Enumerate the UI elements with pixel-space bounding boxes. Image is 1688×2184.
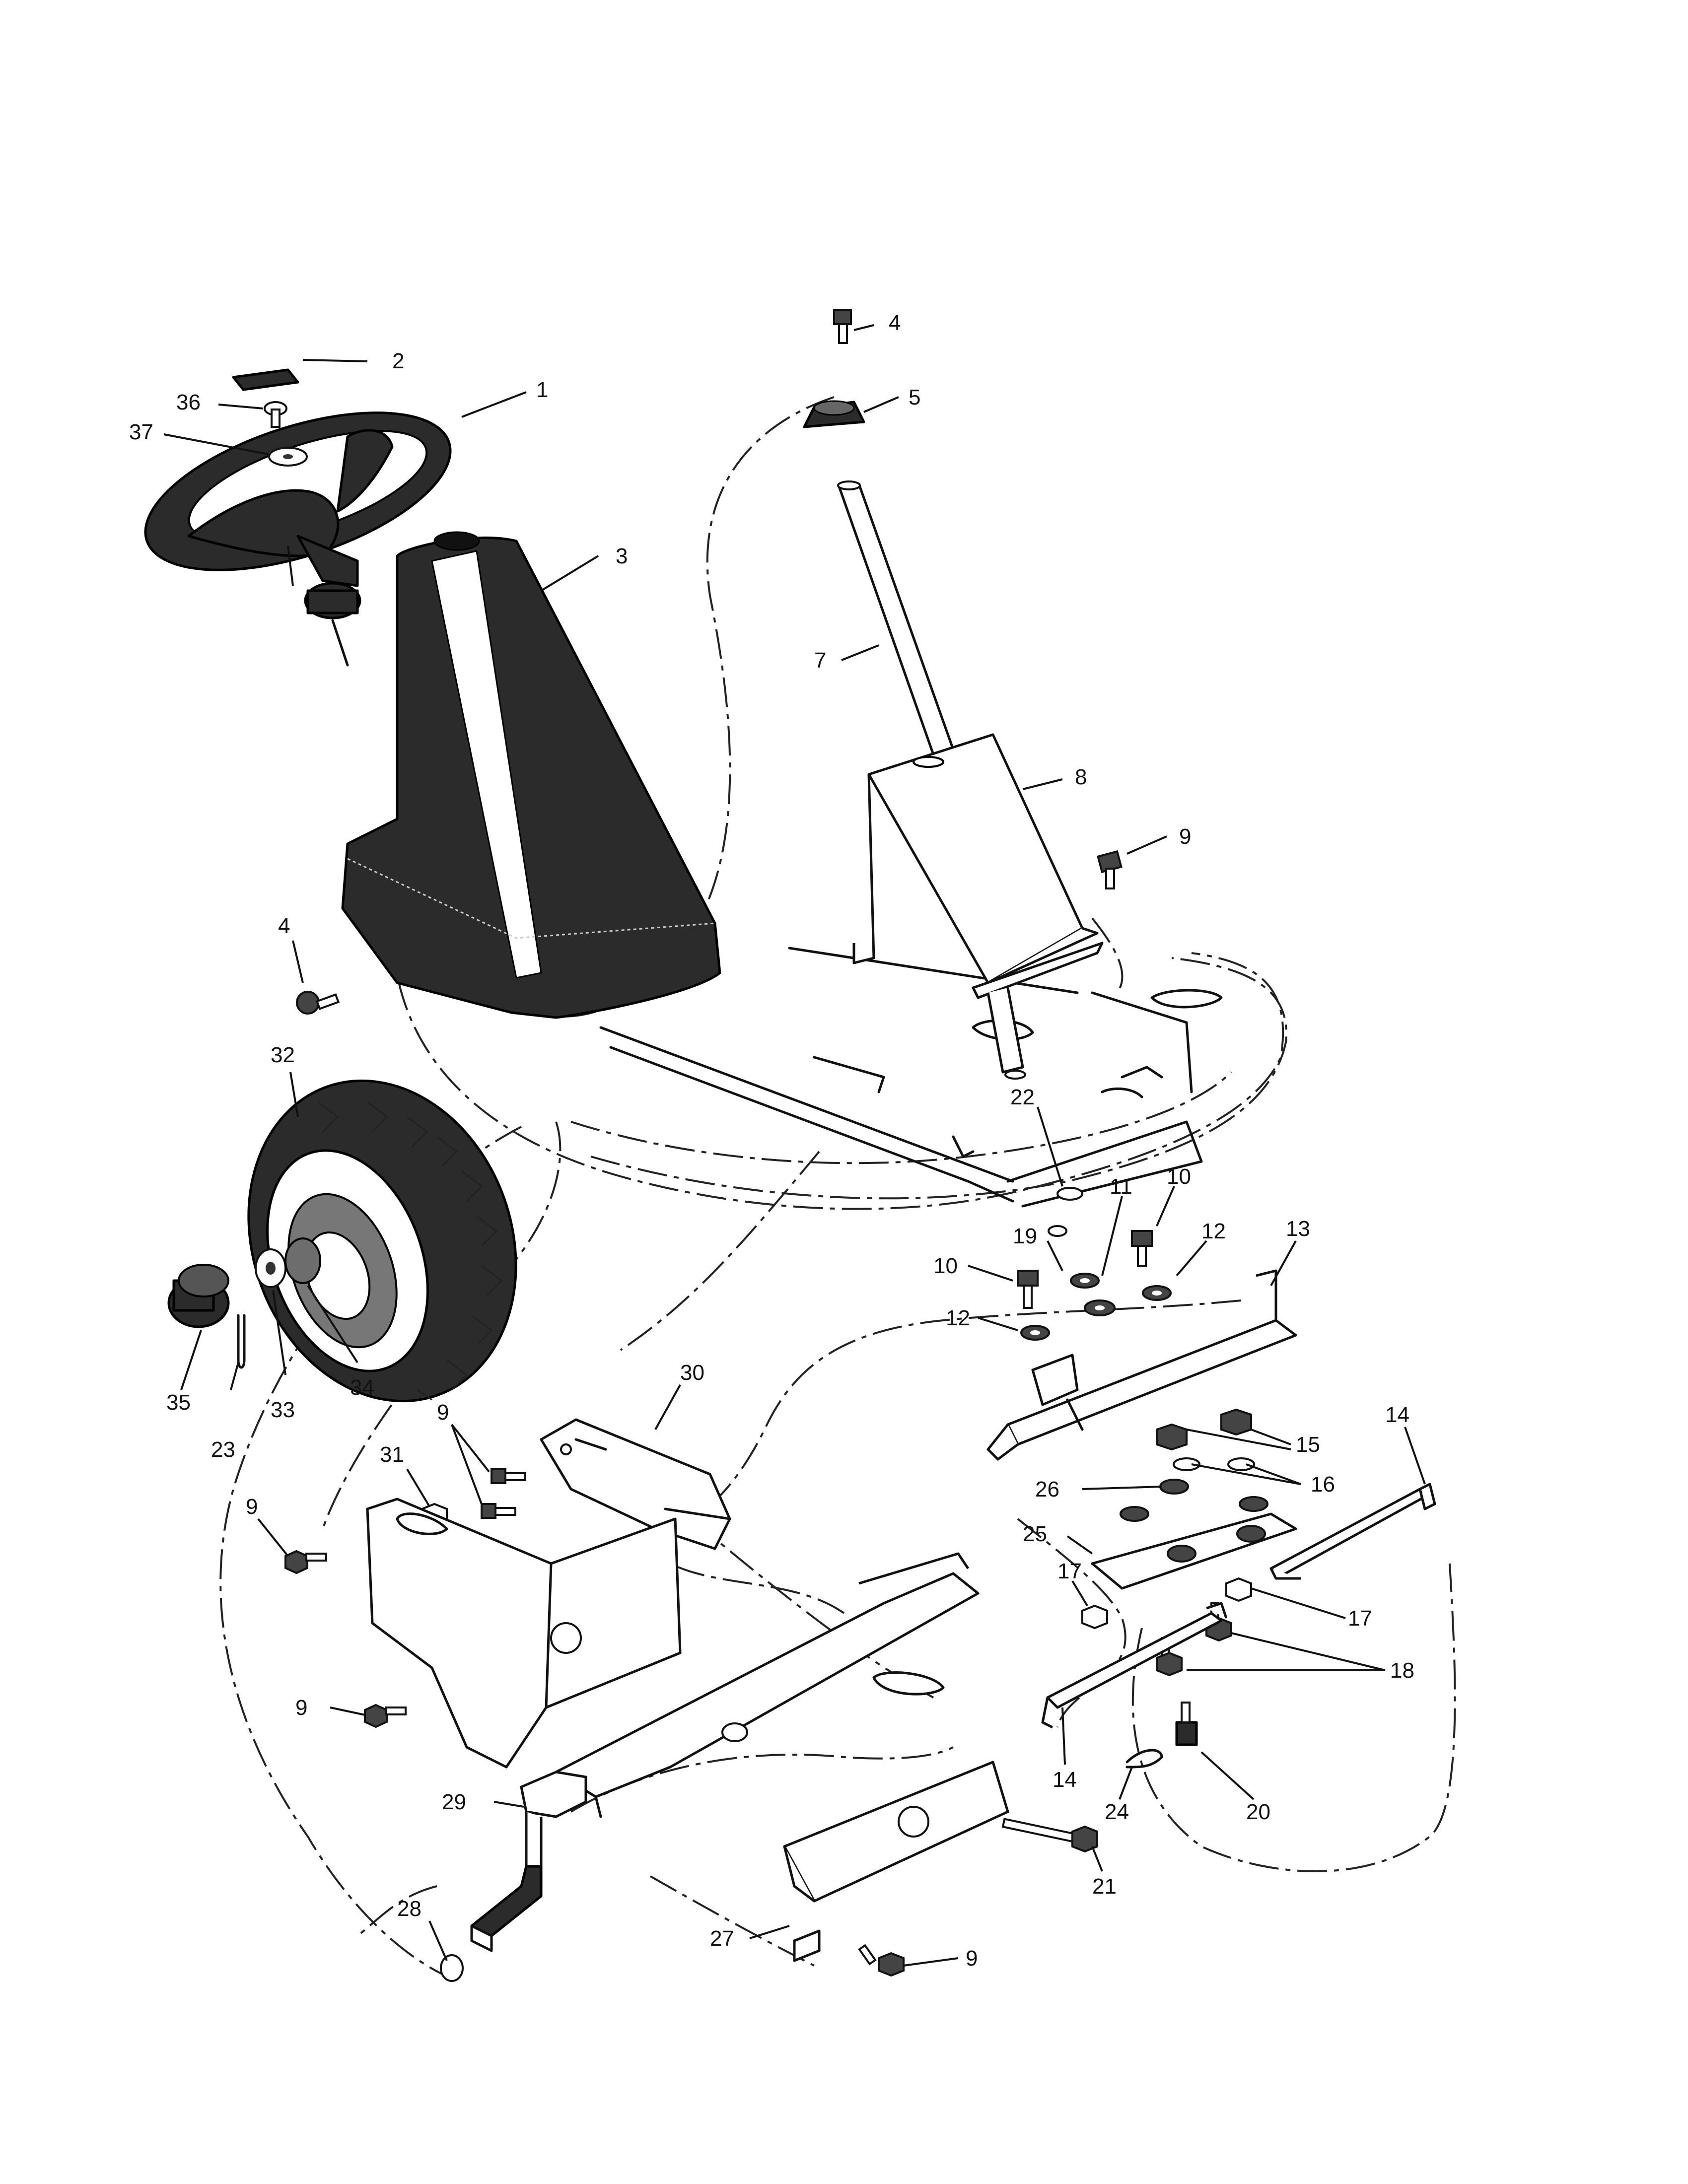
label-drag-link-lower: 14 [1053,1768,1077,1792]
label-bolt-bottom: 9 [966,1946,978,1971]
part-labels: 2 1 3 4 5 7 8 9 4 32 22 11 10 12 13 19 1… [129,311,1414,1971]
label-drag-link-right: 14 [1385,1403,1409,1427]
label-plate-25: 25 [1023,1522,1047,1546]
label-washer-26: 26 [1035,1477,1059,1502]
washer-12-right-part [1142,1285,1172,1301]
label-washer-12-right: 12 [1201,1219,1226,1243]
nut-17-right-part [1225,1577,1252,1602]
bolt-top-part [833,309,852,344]
bushing-part [803,400,865,428]
label-washer-37: 37 [129,420,153,444]
console-part [341,531,721,1019]
bolt-left-part [284,1550,327,1574]
nut-15-part [1156,1408,1252,1451]
label-fitting-20: 20 [1246,1800,1270,1824]
nut-17-left-part [1081,1604,1108,1630]
front-tire [247,1079,517,1403]
spindle-plate [366,1498,682,1769]
label-bolt-pair: 9 [437,1400,449,1425]
label-bolt-21: 21 [1092,1874,1117,1899]
label-bolt-10-left: 10 [933,1254,958,1278]
washer-28-part [440,1954,464,1982]
washer-11b-part [1084,1299,1116,1316]
drag-link-lower [1041,1602,1228,1729]
washer-26-part [1120,1479,1268,1522]
label-washer-16: 16 [1311,1472,1335,1497]
washer-16-part [1173,1457,1255,1471]
washer-part [268,447,308,467]
bolt-console-part [296,991,340,1015]
spindle-29-part [470,1771,587,1952]
label-steering-wheel: 1 [536,378,548,402]
plate-30-part [540,1418,731,1550]
label-wheel-cap: 2 [392,349,404,373]
frame-rails [599,947,1223,1208]
label-axle-27: 27 [710,1926,734,1951]
washer-22-part [1056,1187,1083,1201]
label-bolt-left: 9 [246,1495,258,1519]
axle-27-part [555,1552,1009,1962]
label-cap-35: 35 [166,1390,191,1415]
clip-24-part [1125,1749,1163,1769]
label-tire: 32 [271,1043,295,1067]
label-bushing: 5 [909,385,920,410]
label-washer-33: 33 [271,1398,295,1422]
label-bolt-console: 4 [278,914,290,938]
fitting-20-part [1175,1702,1198,1746]
label-bolt-top: 4 [889,311,901,335]
label-cotter-23: 23 [211,1437,235,1462]
label-washer-11: 11 [1110,1174,1132,1199]
label-nut-15: 15 [1296,1433,1320,1457]
steering-shaft [837,480,955,756]
label-plate-30: 30 [680,1361,704,1385]
bolt-support-part [1097,850,1123,889]
cap-part [232,368,299,391]
bolt-10-left-part [1017,1270,1039,1309]
washer-19-part [1048,1225,1067,1237]
label-nut-17-left: 17 [1057,1559,1082,1583]
label-bolt-10-right: 10 [1167,1164,1191,1189]
bolt-21-part [1001,1818,1098,1853]
label-screw-36: 36 [176,390,201,414]
bracket-13-part [986,1269,1297,1461]
washer-11-part [1070,1273,1100,1289]
label-washer-22: 22 [1010,1085,1035,1109]
cotter-pin-part [237,1314,246,1369]
hub-cap-part [167,1264,230,1328]
washer-12-left-part [1020,1325,1050,1341]
label-hub-34: 34 [350,1375,374,1400]
column-support-part [852,733,1104,1080]
label-bolt-plate: 9 [295,1696,307,1720]
hub-part [284,1237,321,1284]
label-spindle-29: 29 [442,1790,466,1814]
label-washer-12-left: 12 [946,1306,970,1330]
label-console: 3 [616,544,628,568]
plate-25-part [1091,1512,1297,1590]
screw-part [264,401,287,428]
steering-wheel [144,411,452,667]
leader-lines [163,324,1426,1967]
label-washer-19: 19 [1013,1224,1037,1248]
label-bolt-18: 18 [1390,1658,1414,1683]
label-shaft: 7 [814,648,826,673]
label-bracket-13: 13 [1286,1217,1310,1241]
bolt-pair-part [481,1468,526,1519]
label-column-support: 8 [1075,765,1087,789]
bolt-10-right-part [1131,1230,1153,1267]
label-nut-17-right: 17 [1348,1606,1372,1631]
washer-33-part [255,1248,286,1288]
label-bolt-support: 9 [1179,824,1191,849]
label-nut-31: 31 [380,1442,404,1467]
bolt-bottom-part [858,1944,905,1977]
drag-link-right [1269,1483,1436,1580]
label-washer-28: 28 [397,1897,422,1921]
label-clip-24: 24 [1105,1800,1129,1824]
bolt-plate-part [364,1704,407,1728]
